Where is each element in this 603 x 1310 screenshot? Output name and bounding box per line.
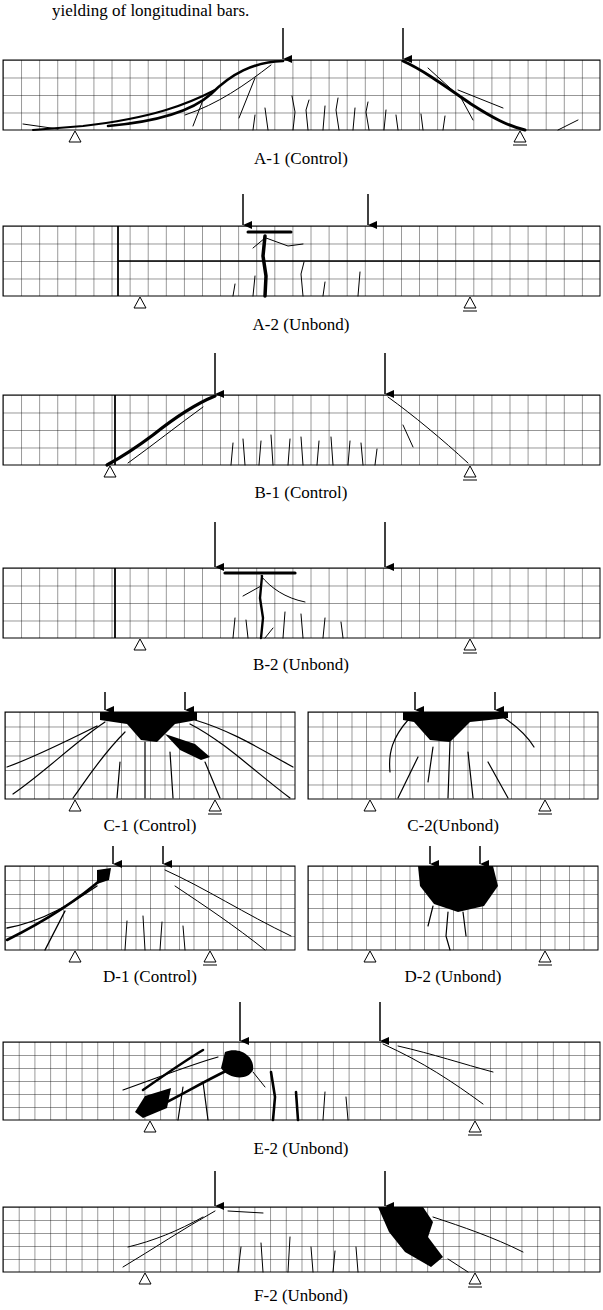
specimen-label: A-1 (Control) xyxy=(254,150,348,169)
beam-b1 xyxy=(3,353,600,480)
beam-a2 xyxy=(3,194,600,311)
beam-e2 xyxy=(3,1002,600,1135)
specimen-label: B-1 (Control) xyxy=(254,484,347,503)
beam-c1 xyxy=(5,692,295,814)
specimen-label: E-2 (Unbond) xyxy=(254,1140,349,1159)
specimen-label: C-2(Unbond) xyxy=(407,817,499,836)
beam-a1 xyxy=(3,28,600,145)
specimen-label: F-2 (Unbond) xyxy=(254,1287,348,1306)
beam-d2 xyxy=(308,846,598,965)
specimen-label: C-1 (Control) xyxy=(103,817,196,836)
caption-text: yielding of longitudinal bars. xyxy=(52,2,249,21)
beam-f2 xyxy=(3,1171,600,1287)
specimen-label: D-2 (Unbond) xyxy=(405,968,502,987)
specimen-label: B-2 (Unbond) xyxy=(253,656,349,675)
beam-b2 xyxy=(3,522,600,653)
beam-c2 xyxy=(308,692,598,814)
specimen-label: D-1 (Control) xyxy=(103,968,197,987)
specimen-label: A-2 (Unbond) xyxy=(253,316,350,335)
beam-d1 xyxy=(5,846,295,965)
